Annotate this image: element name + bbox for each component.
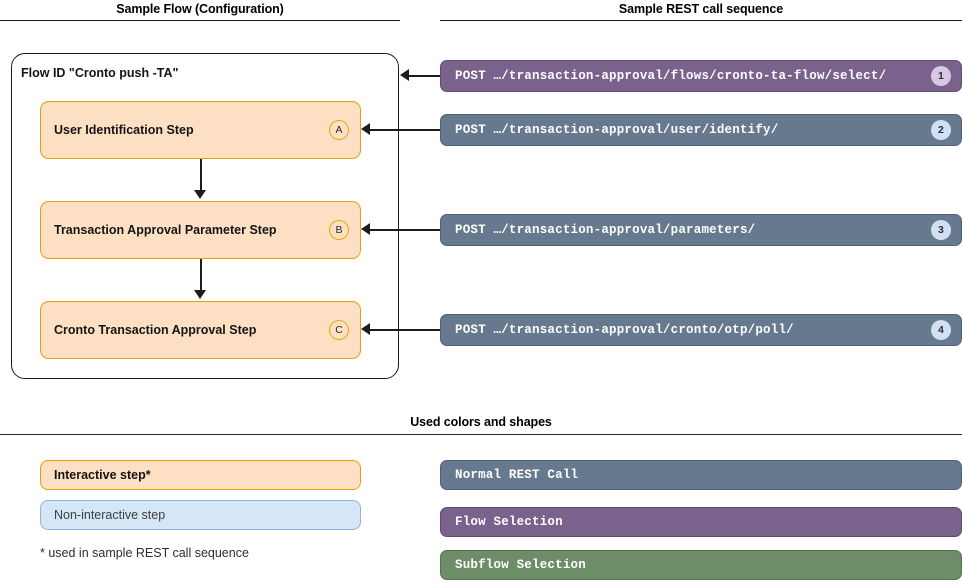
rest-arrow-head-4-icon (361, 323, 370, 335)
flow-connector-line (200, 259, 202, 292)
flow-step-badge-a: A (329, 120, 349, 140)
flow-step-badge-c: C (329, 320, 349, 340)
rest-call-bar-4[interactable]: POST …/transaction-approval/cronto/otp/p… (440, 314, 962, 346)
rest-arrow-line-3 (370, 229, 440, 231)
legend-non-interactive-step: Non-interactive step (40, 500, 361, 530)
section-divider-rest-sequence (440, 20, 962, 21)
rest-arrow-head-1-icon (400, 69, 409, 81)
rest-call-text: POST …/transaction-approval/cronto/otp/p… (455, 323, 794, 337)
section-title-rest-sequence: Sample REST call sequence (618, 2, 784, 16)
legend-footnote: * used in sample REST call sequence (40, 546, 249, 560)
rest-call-badge-2: 2 (931, 120, 951, 140)
legend-subflow-selection: Subflow Selection (440, 550, 962, 580)
rest-call-badge-3: 3 (931, 220, 951, 240)
flow-connector-arrowhead (194, 290, 206, 299)
flow-step-label: Transaction Approval Parameter Step (54, 223, 277, 237)
legend-label: Normal REST Call (455, 468, 579, 482)
section-divider-sample-flow (0, 20, 400, 21)
legend-label: Interactive step* (54, 468, 151, 482)
flow-step-cronto-transaction-approval[interactable]: Cronto Transaction Approval Step C (40, 301, 361, 359)
rest-arrow-line-4 (370, 329, 440, 331)
rest-call-bar-2[interactable]: POST …/transaction-approval/user/identif… (440, 114, 962, 146)
rest-arrow-head-3-icon (361, 223, 370, 235)
section-title-legend: Used colors and shapes (410, 415, 552, 429)
flow-step-badge-b: B (329, 220, 349, 240)
flow-connector-line (200, 159, 202, 192)
section-title-sample-flow: Sample Flow (Configuration) (116, 2, 284, 16)
section-divider-legend (0, 434, 962, 435)
rest-call-bar-3[interactable]: POST …/transaction-approval/parameters/ … (440, 214, 962, 246)
flow-step-transaction-approval-parameter[interactable]: Transaction Approval Parameter Step B (40, 201, 361, 259)
rest-arrow-line-2 (370, 129, 440, 131)
legend-label: Non-interactive step (54, 508, 166, 522)
rest-call-badge-1: 1 (931, 66, 951, 86)
legend-label: Flow Selection (455, 515, 563, 529)
rest-call-text: POST …/transaction-approval/flows/cronto… (455, 69, 887, 83)
flow-id-label: Flow ID "Cronto push -TA" (21, 66, 179, 80)
rest-call-badge-4: 4 (931, 320, 951, 340)
legend-flow-selection: Flow Selection (440, 507, 962, 537)
flow-connector-arrowhead (194, 190, 206, 199)
legend-interactive-step: Interactive step* (40, 460, 361, 490)
legend-label: Subflow Selection (455, 558, 586, 572)
rest-arrow-head-2-icon (361, 123, 370, 135)
flow-step-user-identification[interactable]: User Identification Step A (40, 101, 361, 159)
rest-call-text: POST …/transaction-approval/parameters/ (455, 223, 756, 237)
flow-step-label: User Identification Step (54, 123, 194, 137)
rest-call-text: POST …/transaction-approval/user/identif… (455, 123, 779, 137)
legend-normal-rest-call: Normal REST Call (440, 460, 962, 490)
rest-arrow-line-1 (409, 75, 440, 77)
rest-call-bar-1[interactable]: POST …/transaction-approval/flows/cronto… (440, 60, 962, 92)
flow-step-label: Cronto Transaction Approval Step (54, 323, 257, 337)
